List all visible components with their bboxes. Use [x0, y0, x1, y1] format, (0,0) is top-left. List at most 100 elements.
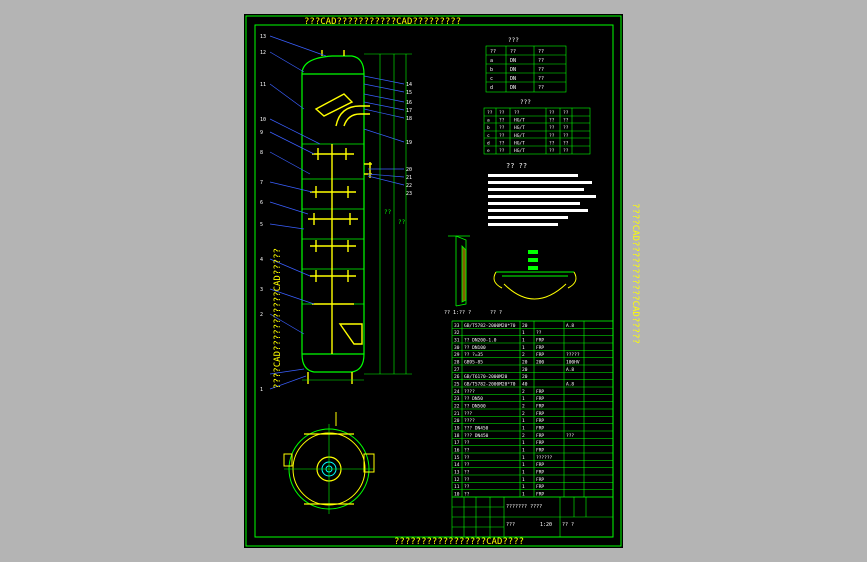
bom-cell: 10: [454, 492, 460, 498]
part-balloon: 6: [260, 200, 263, 206]
bom-cell: ?? ?=35: [464, 352, 483, 358]
nozzle-table-grid: [485, 45, 567, 93]
bom-cell: 16: [454, 448, 460, 454]
part-balloon: 22: [406, 183, 412, 189]
detail-b-label: ?? ?: [490, 310, 502, 316]
bom-cell: FRP: [536, 345, 544, 351]
bom-cell: FRP: [536, 477, 544, 483]
bom-cell: ??: [464, 492, 470, 498]
standard-cell: ??: [514, 110, 520, 116]
part-balloon: 11: [260, 82, 266, 88]
standard-cell: ??: [563, 148, 569, 154]
bom-cell: 1: [522, 426, 525, 432]
dim-label: ??: [398, 219, 406, 226]
part-balloon: 21: [406, 175, 412, 181]
bom-cell: 12: [454, 477, 460, 483]
drawing-sheet: ?? ??: [244, 14, 640, 548]
bom-cell: GB/T5782-2000M20*70: [464, 382, 516, 388]
tower-vessel: [301, 55, 365, 373]
bom-cell: 28: [454, 360, 460, 366]
bom-cell: 2: [522, 411, 525, 417]
bom-cell: GB95-85: [464, 360, 483, 366]
standard-cell: b: [487, 125, 490, 131]
bom-cell: FRP: [536, 411, 544, 417]
bom-cell: 2: [522, 389, 525, 395]
detail-a: [448, 235, 470, 307]
bom-cell: 24: [454, 389, 460, 395]
bom-cell: ??: [464, 440, 470, 446]
standard-cell: ??: [549, 133, 555, 139]
bom-cell: A.8: [566, 367, 574, 373]
title-block-sheet: ?? ?: [562, 522, 574, 528]
bom-cell: 2: [522, 404, 525, 410]
part-balloon: 8: [260, 150, 263, 156]
part-balloon: 5: [260, 222, 263, 228]
bom-cell: FRP: [536, 418, 544, 424]
detail-b: [493, 250, 577, 300]
bom-cell: FRP: [536, 426, 544, 432]
bom-cell: 40: [522, 382, 528, 388]
bom-cell: FRP: [536, 352, 544, 358]
bom-cell: 1: [522, 484, 525, 490]
bom-cell: 32: [454, 330, 460, 336]
part-balloon: 19: [406, 140, 412, 146]
bom-cell: A.8: [566, 323, 574, 329]
cad-drawing: ?? ??: [245, 15, 622, 547]
bom-cell: FRP: [536, 484, 544, 490]
bom-cell: FRP: [536, 396, 544, 402]
part-balloon: 3: [260, 287, 263, 293]
part-balloon: 9: [260, 130, 263, 136]
bom-cell: FRP: [536, 433, 544, 439]
part-balloon: 20: [406, 167, 412, 173]
bom-cell: ??: [536, 330, 542, 336]
bom-cell: A.8: [566, 382, 574, 388]
bom-cell: 13: [454, 470, 460, 476]
bom-cell: ?? DN50: [464, 396, 483, 402]
bom-cell: 1: [522, 396, 525, 402]
nozzle-cell: DN: [510, 58, 516, 64]
nozzle-cell: DN: [510, 85, 516, 91]
nozzle-table-title: ???: [508, 37, 519, 44]
standard-cell: HG/T: [514, 140, 525, 146]
title-block-grid: [451, 496, 614, 538]
standard-cell: HG/T: [514, 148, 525, 154]
bom-cell: FRP: [536, 440, 544, 446]
bom-cell: 33: [454, 323, 460, 329]
tech-req-title: ?? ??: [506, 162, 527, 170]
standard-cell: ??: [499, 110, 505, 116]
standard-cell: ??: [549, 110, 555, 116]
standard-cell: ??: [499, 118, 505, 124]
part-balloon: 10: [260, 117, 266, 123]
bom-cell: 1: [522, 448, 525, 454]
standard-table-title: ???: [520, 99, 531, 106]
bom-cell: ??????: [536, 455, 553, 461]
standard-cell: ??: [499, 140, 505, 146]
watermark-top: ???CAD???????????CAD?????????: [304, 17, 462, 27]
bom-cell: ??: [464, 448, 470, 454]
part-balloon: 12: [260, 50, 266, 56]
bom-cell: ??? DN450: [464, 433, 489, 439]
dimension-lines: [302, 53, 412, 381]
bom-cell: 30: [454, 345, 460, 351]
bom-cell: ??: [464, 455, 470, 461]
part-balloon: 13: [260, 34, 266, 40]
bom-cell: FRP: [536, 492, 544, 498]
part-balloon: 1: [260, 387, 263, 393]
bom-cell: ??: [464, 470, 470, 476]
standard-table-grid: [483, 107, 591, 155]
tech-req-block: [488, 174, 596, 226]
bom-cell: 18: [454, 433, 460, 439]
part-balloons-left: 13 12 11 10 9 8 7 6 5 4 3 2 1: [260, 34, 266, 393]
bom-cell: 1: [522, 345, 525, 351]
bom-cell: FRP: [536, 389, 544, 395]
standard-cell: a: [487, 119, 490, 124]
nozzle-cell: ??: [490, 49, 496, 55]
bom-cell: ????: [464, 418, 475, 424]
nozzle-cell: d: [490, 85, 493, 91]
standard-cell: ??: [563, 118, 569, 124]
part-balloon: 2: [260, 312, 263, 318]
part-balloon: 4: [260, 257, 263, 263]
part-balloon: 7: [260, 180, 263, 186]
standard-cell: ??: [563, 125, 569, 131]
